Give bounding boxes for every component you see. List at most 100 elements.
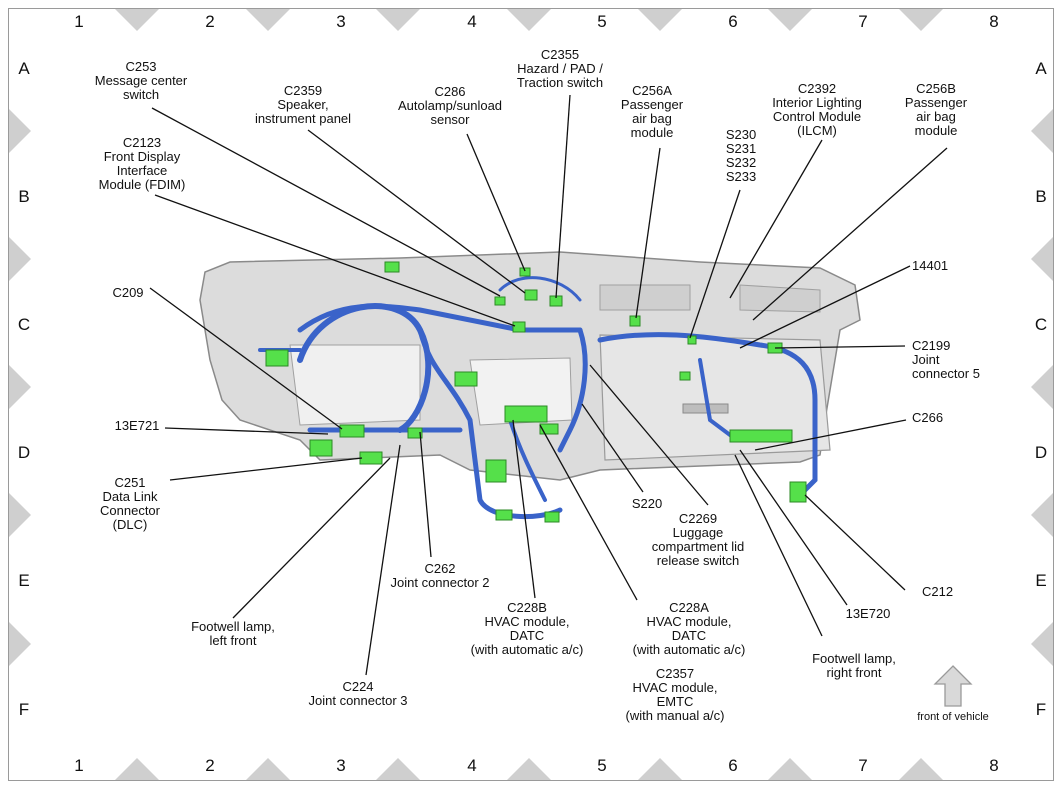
grid-marker-left — [9, 622, 31, 666]
label-line: Module (FDIM) — [98, 177, 186, 192]
label-line: S233 — [725, 169, 757, 184]
grid-marker-bottom — [768, 758, 812, 780]
label-line: S232 — [725, 155, 757, 170]
label-line: air bag — [916, 109, 956, 124]
label-line: Autolamp/sunload — [397, 98, 503, 113]
grid-row-left-b: B — [18, 187, 30, 206]
grid-col-top-3: 3 — [336, 12, 346, 31]
grid-row-right-c: C — [1034, 315, 1048, 334]
label-c2355: C2355 Hazard / PAD / Traction switch — [517, 48, 603, 90]
label-c251: C251 Data Link Connector (DLC) — [100, 476, 160, 532]
label-line: (with automatic a/c) — [632, 642, 746, 657]
label-c253: C253 Message center switch — [95, 60, 188, 102]
grid-marker-bottom — [246, 758, 290, 780]
grid-marker-left — [9, 237, 31, 281]
diagram-frame — [8, 8, 1054, 781]
grid-row-right-e: E — [1035, 571, 1047, 590]
label-line: C251 — [114, 475, 146, 490]
wiring-harness — [258, 276, 818, 520]
label-line: 14401 — [912, 258, 949, 273]
grid-marker-bottom — [376, 758, 420, 780]
label-line: Passenger — [904, 95, 968, 110]
label-line: C286 — [434, 84, 466, 99]
grid-marker-top — [246, 9, 290, 31]
grid-marker-right — [1031, 365, 1053, 409]
grid-col-top-7: 7 — [858, 12, 868, 31]
grid-marker-right — [1031, 237, 1053, 281]
label-13e721: 13E721 — [115, 419, 160, 433]
label-c2357: C2357 HVAC module, EMTC (with manual a/c… — [626, 667, 725, 723]
label-line: switch — [122, 87, 160, 102]
label-c2199: C2199 Joint connector 5 — [912, 339, 980, 381]
grid-marker-right — [1031, 622, 1053, 666]
label-line: HVAC module, — [632, 680, 718, 695]
label-line: Joint connector 2 — [390, 575, 490, 590]
grid-row-left-d: D — [17, 443, 31, 462]
grid-col-bottom-3: 3 — [336, 756, 346, 775]
label-footwell-left: Footwell lamp, left front — [191, 620, 275, 648]
grid-marker-left — [9, 109, 31, 153]
label-line: C2123 — [122, 135, 162, 150]
grid-marker-top — [507, 9, 551, 31]
label-line: C212 — [922, 584, 954, 599]
label-line: C2269 — [678, 511, 718, 526]
label-line: HVAC module, — [646, 614, 732, 629]
label-line: Interior Lighting — [772, 95, 862, 110]
label-line: Hazard / PAD / — [517, 61, 603, 76]
label-line: Passenger — [620, 97, 684, 112]
label-line: air bag — [632, 111, 672, 126]
label-line: C256B — [916, 81, 956, 96]
label-line: Interface — [116, 163, 168, 178]
grid-marker-top — [376, 9, 420, 31]
grid-row-right-a: A — [1035, 59, 1047, 78]
label-line: Speaker, — [277, 97, 329, 112]
label-line: C2357 — [655, 666, 695, 681]
grid-marker-top — [638, 9, 682, 31]
label-line: C2392 — [797, 81, 837, 96]
label-line: 13E720 — [845, 606, 891, 621]
label-s220: S220 — [632, 497, 662, 511]
grid-col-top-8: 8 — [989, 12, 999, 31]
label-c266: C266 — [912, 411, 943, 425]
grid-row-right-b: B — [1035, 187, 1047, 206]
label-c212: C212 — [922, 585, 953, 599]
label-line: module — [914, 123, 958, 138]
grid-marker-top — [115, 9, 159, 31]
label-line: C262 — [424, 561, 456, 576]
grid-marker-top — [768, 9, 812, 31]
label-line: C224 — [342, 679, 374, 694]
front-arrow-icon — [933, 665, 973, 707]
label-line: 13E721 — [114, 418, 160, 433]
grid-col-top-2: 2 — [205, 12, 215, 31]
grid-row-left-f: F — [18, 700, 30, 719]
label-line: module — [630, 125, 674, 140]
label-line: C2355 — [540, 47, 580, 62]
label-line: C228A — [669, 600, 709, 615]
label-line: C2359 — [283, 83, 323, 98]
label-c286: C286 Autolamp/sunload sensor — [398, 85, 502, 127]
grid-row-left-c: C — [17, 315, 31, 334]
grid-col-top-1: 1 — [74, 12, 84, 31]
label-14401: 14401 — [912, 259, 948, 273]
label-line: (ILCM) — [797, 123, 837, 138]
label-line: compartment lid — [651, 539, 745, 554]
grid-col-bottom-2: 2 — [205, 756, 215, 775]
label-c256a: C256A Passenger air bag module — [621, 84, 683, 140]
label-line: Front Display — [103, 149, 181, 164]
label-c209: C209 — [112, 286, 143, 300]
label-line: EMTC — [656, 694, 694, 709]
label-line: sensor — [430, 112, 470, 127]
front-of-vehicle-label: front of vehicle — [917, 711, 989, 723]
grid-row-right-f: F — [1035, 700, 1047, 719]
grid-marker-bottom — [899, 758, 943, 780]
grid-marker-bottom — [115, 758, 159, 780]
grid-row-right-d: D — [1034, 443, 1048, 462]
label-c2123: C2123 Front Display Interface Module (FD… — [99, 136, 186, 192]
label-line: Footwell lamp, — [812, 651, 896, 666]
grid-col-top-5: 5 — [597, 12, 607, 31]
grid-marker-top — [899, 9, 943, 31]
label-line: DATC — [671, 628, 707, 643]
grid-col-bottom-8: 8 — [989, 756, 999, 775]
instrument-panel-body — [199, 251, 861, 481]
